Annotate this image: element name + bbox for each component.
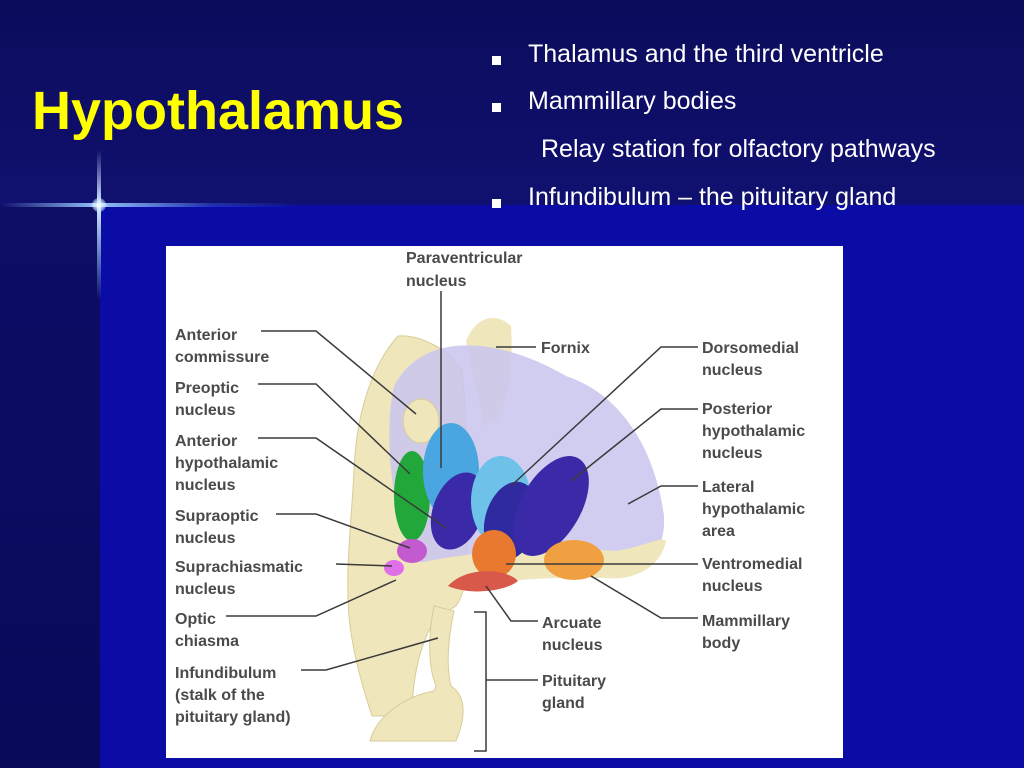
label-mammillary: body xyxy=(702,635,740,652)
label-posterior-hypothalamic: Posterior xyxy=(702,401,772,418)
label-supraoptic: nucleus xyxy=(175,530,236,547)
label-ventromedial: nucleus xyxy=(702,578,763,595)
label-lateral-hypothalamic: hypothalamic xyxy=(702,501,805,518)
label-lateral-hypothalamic: Lateral xyxy=(702,479,754,496)
label-anterior-hypothalamic: Anterior xyxy=(175,433,237,450)
hypothalamus-diagram: Paraventricular nucleus Anterior commiss… xyxy=(166,246,843,758)
label-paraventricular: nucleus xyxy=(406,273,467,290)
leader-pituitary-bracket xyxy=(474,611,538,752)
decorative-vertical-line xyxy=(97,150,101,300)
label-supraoptic: Supraoptic xyxy=(175,508,259,525)
suprachiasmatic-nucleus-shape xyxy=(384,560,404,576)
label-optic-chiasma: chiasma xyxy=(175,633,239,650)
label-lateral-hypothalamic: area xyxy=(702,523,735,540)
bullet-marker xyxy=(492,56,501,65)
label-preoptic: Preoptic xyxy=(175,380,239,397)
arcuate-nucleus-shape xyxy=(448,571,518,592)
label-infundibulum: Infundibulum xyxy=(175,665,276,682)
leader-optic-chiasma xyxy=(226,579,397,617)
mammillary-body-shape xyxy=(544,540,604,580)
slide-background-left xyxy=(0,205,100,768)
slide-title: Hypothalamus xyxy=(32,81,405,141)
posterior-hypothalamic-shape xyxy=(513,456,589,556)
label-infundibulum: (stalk of the xyxy=(175,687,265,704)
slide-background-top xyxy=(0,0,1024,205)
label-mammillary: Mammillary xyxy=(702,613,790,630)
preoptic-nucleus-shape xyxy=(394,451,430,541)
bullet-item: Thalamus and the third ventricle xyxy=(528,40,884,68)
leader-infundibulum xyxy=(301,637,439,671)
label-arcuate: Arcuate xyxy=(542,615,602,632)
leader-anterior-hypothalamic xyxy=(258,437,447,529)
leader-supraoptic xyxy=(276,513,411,549)
label-suprachiasmatic: Suprachiasmatic xyxy=(175,559,303,576)
label-anterior-hypothalamic: nucleus xyxy=(175,477,236,494)
label-pituitary: gland xyxy=(542,695,585,712)
leader-lateral-hypothalamic xyxy=(627,485,698,505)
bullet-item: Infundibulum – the pituitary gland xyxy=(528,183,897,211)
decorative-star-glint xyxy=(92,198,106,212)
leader-arcuate xyxy=(485,585,538,622)
leader-preoptic xyxy=(258,383,411,475)
ventromedial-nucleus-shape xyxy=(472,530,516,578)
label-pituitary: Pituitary xyxy=(542,673,606,690)
label-infundibulum: pituitary gland) xyxy=(175,709,291,726)
label-anterior-hypothalamic: hypothalamic xyxy=(175,455,278,472)
diagram-svg: Paraventricular nucleus Anterior commiss… xyxy=(175,250,805,752)
pituitary-stalk xyxy=(369,605,464,742)
label-fornix: Fornix xyxy=(541,340,590,357)
label-paraventricular: Paraventricular xyxy=(406,250,523,267)
anterior-hypothalamic-shape xyxy=(430,472,486,550)
leader-anterior-commissure xyxy=(261,330,417,415)
label-arcuate: nucleus xyxy=(542,637,603,654)
leader-suprachiasmatic xyxy=(335,563,393,567)
label-anterior-commissure: commissure xyxy=(175,349,269,366)
bullet-subitem: Relay station for olfactory pathways xyxy=(541,135,936,163)
bullet-marker xyxy=(492,199,501,208)
leader-mammillary xyxy=(590,575,698,619)
label-posterior-hypothalamic: nucleus xyxy=(702,445,763,462)
label-dorsomedial: nucleus xyxy=(702,362,763,379)
leader-posterior-hypothalamic xyxy=(570,408,698,482)
label-suprachiasmatic: nucleus xyxy=(175,581,236,598)
label-optic-chiasma: Optic xyxy=(175,611,216,628)
label-anterior-commissure: Anterior xyxy=(175,327,237,344)
label-dorsomedial: Dorsomedial xyxy=(702,340,799,357)
label-preoptic: nucleus xyxy=(175,402,236,419)
label-posterior-hypothalamic: hypothalamic xyxy=(702,423,805,440)
decorative-horizontal-line xyxy=(0,203,300,207)
label-ventromedial: Ventromedial xyxy=(702,556,802,573)
bullet-item: Mammillary bodies xyxy=(528,87,737,115)
bullet-marker xyxy=(492,103,501,112)
leader-dorsomedial xyxy=(510,346,698,487)
supraoptic-nucleus-shape xyxy=(397,539,427,563)
